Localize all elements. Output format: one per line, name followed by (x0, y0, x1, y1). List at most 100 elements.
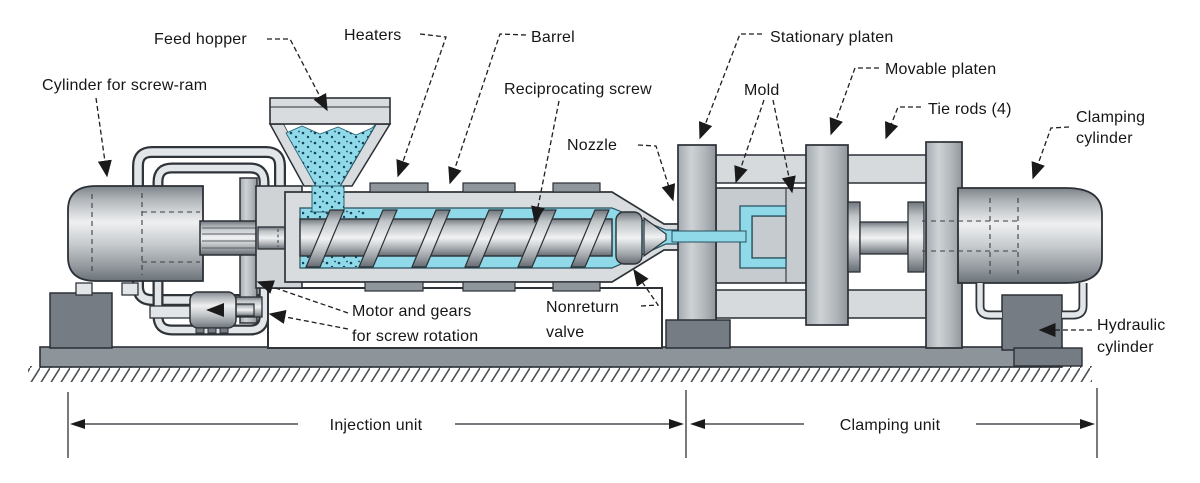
leader-nonreturn-valve (633, 268, 660, 307)
granule-pile-texture (286, 124, 376, 186)
dim-arrow (690, 419, 705, 429)
clamp-pipe-left (977, 283, 1002, 318)
ground-hatching (28, 366, 1092, 382)
label-clamping-cylinder-line2: cylinder (1076, 130, 1133, 147)
leader-heaters (396, 33, 447, 178)
screw-ram-cylinder-body (67, 185, 204, 282)
stationary-platen-foot (665, 319, 731, 349)
ground (28, 346, 1092, 382)
clamp-end-plate (925, 141, 963, 349)
rod-flange (907, 201, 925, 273)
movable-platen (805, 144, 849, 326)
hydraulic-cylinder-block (1001, 294, 1063, 351)
barrel-assembly (268, 97, 683, 292)
nonreturn-valve-ring (615, 211, 643, 265)
label-reciprocating-screw: Reciprocating screw (504, 81, 652, 98)
label-feed-hopper: Feed hopper (154, 31, 247, 48)
motor-foot (219, 327, 229, 334)
label-clamping-cylinder-line1: Clamping (1076, 109, 1145, 126)
leader-stationary-platen (698, 33, 762, 140)
clamping-piston-rod (847, 201, 925, 273)
label-injection-unit: Injection unit (330, 417, 423, 434)
leader-lines (95, 33, 1092, 338)
screw-shaft (299, 218, 613, 257)
motor-foot (207, 327, 217, 334)
hopper-throat-texture (312, 186, 344, 212)
dim-arrow (669, 419, 684, 429)
feed-hopper (268, 97, 392, 213)
screw-flight (570, 209, 610, 268)
screw-flight (464, 209, 504, 268)
rod-flange (847, 201, 861, 273)
label-clamping-unit: Clamping unit (840, 417, 941, 434)
heater-band-bottom (462, 281, 516, 292)
leader-tie-rods (885, 106, 921, 140)
injection-bed (267, 287, 663, 349)
motor-shaft (235, 303, 255, 317)
label-nonreturn-valve-line2: valve (546, 324, 584, 341)
heater-band-bottom (552, 281, 601, 292)
hopper-rim (269, 97, 391, 125)
hydraulic-pipes (75, 146, 286, 336)
mold-core (751, 215, 787, 259)
label-motor-gears-line1: Motor and gears (352, 303, 472, 320)
heater-band-top (369, 182, 429, 193)
clamp-pipe-right (1062, 283, 1086, 318)
component-labels: Cylinder for screw-ram Feed hopper Heate… (42, 27, 1166, 356)
screw-ram-cylinder (67, 185, 204, 282)
leader-feed-hopper (267, 38, 328, 112)
heater-band-top (462, 182, 516, 193)
rod-shaft (859, 221, 909, 255)
screw-tip (643, 216, 667, 258)
label-motor-gears-line2: for screw rotation (352, 328, 478, 345)
label-hydraulic-cylinder-line2: cylinder (1097, 339, 1154, 356)
heater-band-bottom (364, 281, 424, 292)
clamping-cylinder (922, 187, 1103, 284)
label-nonreturn-valve-line1: Nonreturn (546, 299, 619, 316)
heater-bands (364, 182, 601, 292)
motor (189, 291, 237, 334)
screw-flight (358, 209, 398, 268)
heater-band-top (552, 182, 601, 193)
hydraulic-block-foot (1013, 347, 1083, 367)
leader-motor-gears-2 (268, 310, 349, 330)
clamping-unit (665, 141, 1103, 367)
label-heaters: Heaters (344, 27, 401, 44)
leader-cylinder-screw-ram (95, 97, 112, 178)
dim-arrow (70, 419, 85, 429)
molded-part (739, 205, 787, 269)
motor-mark (206, 303, 224, 317)
reciprocating-screw (299, 209, 667, 268)
leader-barrel (448, 33, 527, 185)
label-hydraulic-cylinder-line1: Hydraulic (1097, 317, 1166, 334)
clamping-cylinder-body (957, 187, 1103, 284)
splined-rod (199, 220, 259, 256)
label-barrel: Barrel (531, 29, 575, 46)
screw-flight (411, 209, 451, 268)
pipe-to-motor (149, 305, 195, 319)
label-movable-platen: Movable platen (885, 61, 996, 78)
dimension-lines: Injection unit Clamping unit (67, 388, 1098, 458)
pipe-stub-right (121, 282, 139, 296)
label-nozzle: Nozzle (567, 137, 617, 154)
label-stationary-platen: Stationary platen (770, 29, 893, 46)
sprue-melt-channel (671, 230, 747, 243)
screw-ram-rod (199, 220, 259, 256)
leader-reciprocating-screw (531, 100, 560, 224)
screw-flight (517, 209, 557, 268)
leader-mold-left (734, 99, 765, 184)
screw-flight (305, 209, 345, 268)
label-mold: Mold (744, 82, 779, 99)
leader-clamping-cylinder (1031, 126, 1070, 180)
motor-foot (195, 327, 205, 334)
dim-arrow (1080, 419, 1095, 429)
label-cylinder-screw-ram: Cylinder for screw-ram (42, 77, 207, 94)
pipe-stub-left (75, 282, 93, 296)
pipe-loop-inner (154, 164, 268, 334)
label-tie-rods: Tie rods (4) (928, 101, 1012, 118)
injection-support-block (49, 292, 113, 349)
clamping-cylinder-pipes (975, 283, 1088, 320)
leader-nozzle (637, 144, 676, 202)
